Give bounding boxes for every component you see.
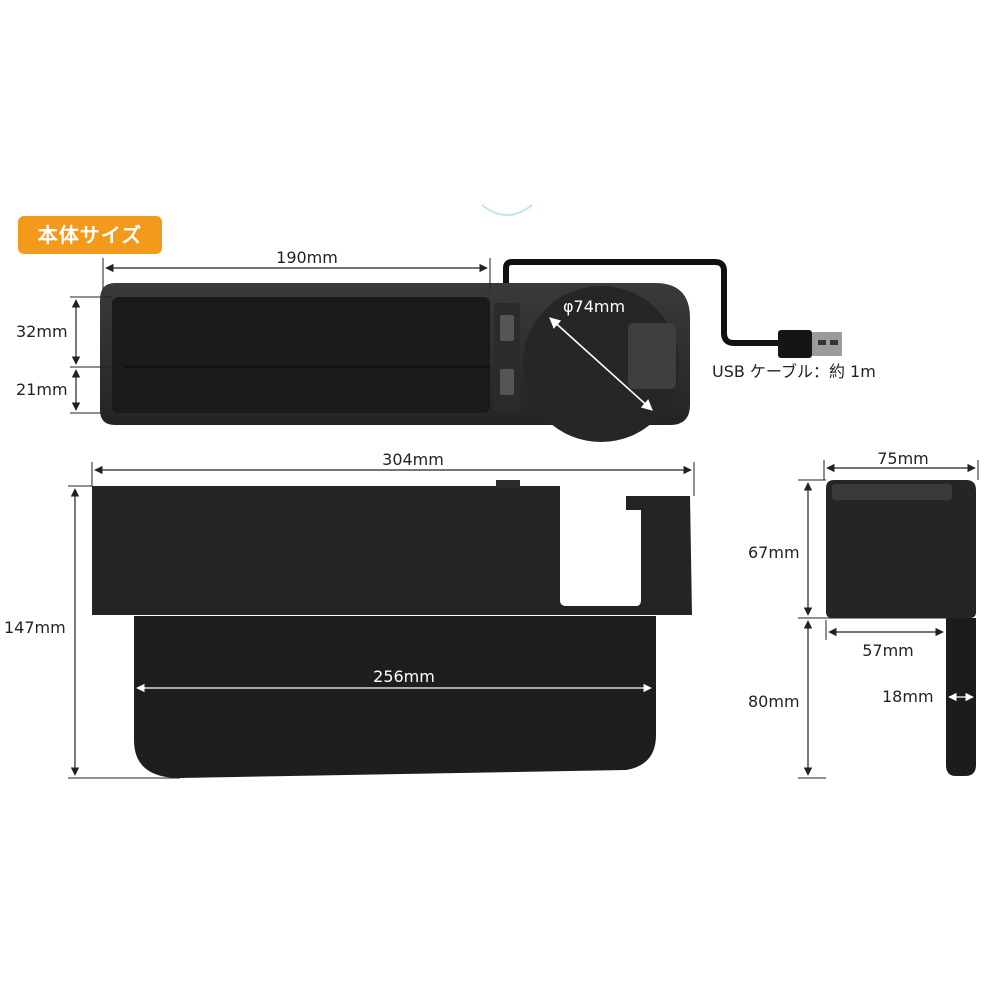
usb-cable [503,259,780,346]
front-view-body [92,486,692,615]
usb-port-icon [500,369,514,395]
dim-190: 190mm [276,248,338,267]
side-view [826,480,976,776]
decor-arc [481,204,533,216]
size-badge: 本体サイズ [18,216,162,254]
dim-304: 304mm [382,450,444,469]
dim-147: 147mm [4,618,66,637]
top-view-tray [112,297,490,413]
front-view-insert [134,616,656,778]
dim-18: 18mm [882,687,934,706]
usb-plug [778,330,812,358]
front-view [92,480,692,778]
dim-21: 21mm [16,380,68,399]
dim-57: 57mm [862,641,914,660]
dim-cup-diameter: φ74mm [563,297,625,316]
dim-256: 256mm [373,667,435,686]
dim-75: 75mm [877,449,929,468]
usb-port-icon [500,315,514,341]
dim-67: 67mm [748,543,800,562]
usb-cable-label: USB ケーブル：約 1m [712,362,876,381]
dim-32: 32mm [16,322,68,341]
side-view-body [826,480,976,618]
dim-80: 80mm [748,692,800,711]
top-view [100,259,842,442]
